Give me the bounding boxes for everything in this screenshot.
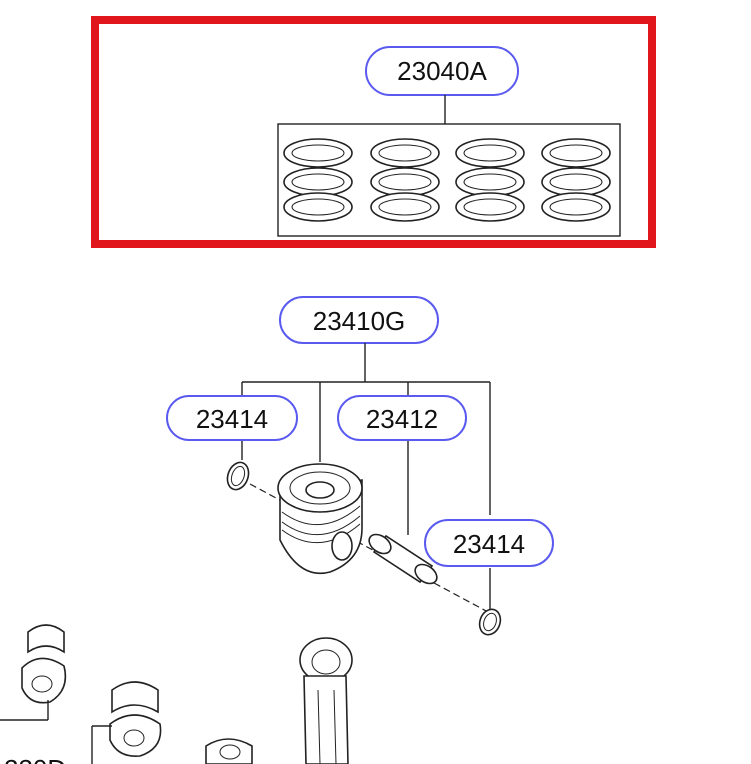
- bearing-shell-right[interactable]: [205, 738, 253, 764]
- piston-pin-callout-label[interactable]: 23412: [366, 404, 438, 434]
- piston-part[interactable]: [277, 463, 363, 574]
- snap-ring-right-part[interactable]: [476, 606, 504, 637]
- bearing-partial-label: 230D: [4, 754, 66, 764]
- piston-assembly-callout[interactable]: 23410G: [279, 296, 439, 344]
- snap-ring-left-callout-label[interactable]: 23414: [196, 404, 268, 434]
- selection-highlight-box: [91, 16, 656, 248]
- callout-bracket-lines: [241, 343, 491, 610]
- snap-ring-left-callout[interactable]: 23414: [166, 395, 298, 441]
- piston-assembly-callout-bubble[interactable]: [279, 296, 439, 344]
- bearing-shell-upper-left[interactable]: [21, 624, 67, 704]
- piston-ring-stack-4[interactable]: [541, 138, 611, 222]
- snap-ring-left-callout-bubble[interactable]: [166, 395, 298, 441]
- bearing-bracket-lines: [0, 700, 112, 764]
- ring-set-callout-bubble[interactable]: [365, 46, 519, 96]
- ring-set-callout[interactable]: 23040A: [365, 46, 519, 96]
- snap-ring-left-part[interactable]: [224, 459, 252, 492]
- piston-ring-stack-1[interactable]: [283, 138, 353, 222]
- snap-ring-right-callout-bubble[interactable]: [424, 519, 554, 567]
- piston-ring-stack-2[interactable]: [370, 138, 440, 222]
- piston-ring-stack-3[interactable]: [455, 138, 525, 222]
- piston-assembly-callout-label[interactable]: 23410G: [313, 306, 406, 336]
- snap-ring-right-callout[interactable]: 23414: [424, 519, 554, 567]
- connecting-rod-part[interactable]: [299, 637, 353, 764]
- piston-pin-callout-bubble[interactable]: [337, 395, 467, 441]
- piston-pin-callout[interactable]: 23412: [337, 395, 467, 441]
- piston-pin-part[interactable]: [366, 531, 441, 588]
- ring-set-callout-label[interactable]: 23040A: [397, 56, 487, 86]
- bearing-shell-middle[interactable]: [109, 681, 162, 757]
- snap-ring-right-callout-label[interactable]: 23414: [453, 529, 525, 559]
